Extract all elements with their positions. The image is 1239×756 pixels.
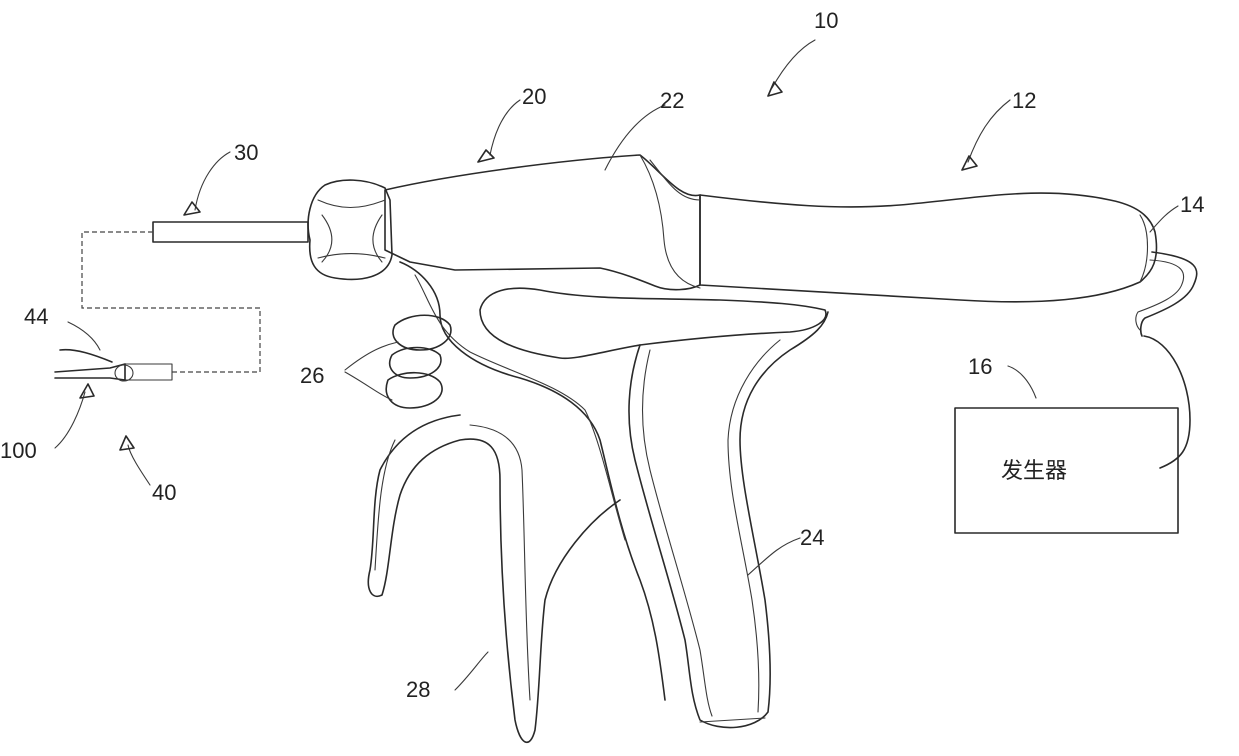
label-20: 20 xyxy=(522,84,546,109)
label-100: 100 xyxy=(0,438,37,463)
generator-cable xyxy=(1141,252,1197,468)
housing-body xyxy=(385,155,700,290)
trigger-yoke xyxy=(400,262,665,700)
label-10: 10 xyxy=(814,8,838,33)
label-28: 28 xyxy=(406,677,430,702)
label-12: 12 xyxy=(1012,88,1036,113)
finger-rings xyxy=(386,315,451,408)
label-30: 30 xyxy=(234,140,258,165)
label-24: 24 xyxy=(800,525,824,550)
label-14: 14 xyxy=(1180,192,1204,217)
label-22: 22 xyxy=(660,88,684,113)
label-40: 40 xyxy=(152,480,176,505)
trigger-window xyxy=(480,288,826,358)
end-effector xyxy=(55,350,172,381)
label-16: 16 xyxy=(968,354,992,379)
label-26: 26 xyxy=(300,363,324,388)
stationary-handle xyxy=(629,312,828,728)
end-effector-wiring xyxy=(82,232,260,372)
handpiece xyxy=(700,193,1157,302)
label-44: 44 xyxy=(24,304,48,329)
shaft xyxy=(153,222,308,242)
rotation-knob xyxy=(308,180,392,279)
generator-label: 发生器 xyxy=(1001,459,1067,484)
